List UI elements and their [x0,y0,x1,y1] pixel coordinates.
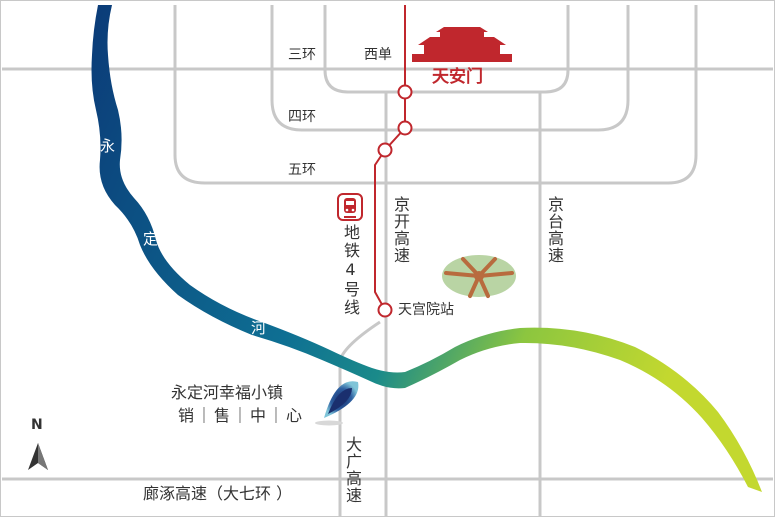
metro-station-ring4 [397,120,413,136]
river-char-3: 河 [251,319,267,337]
sales-center-sub: 销｜售｜中｜心 [178,406,305,425]
tiananmen-label: 天安门 [432,67,483,87]
jingkai-label: 京开高速 [391,196,410,264]
north-arrow-icon [28,443,48,470]
metro-station-tiangongyuan [377,302,393,318]
ring3-road [323,5,570,94]
location-pin-icon [315,381,359,426]
ring4-label: 四环 [288,109,316,125]
ring4-road [270,5,630,132]
metro-station-ring5 [377,142,393,158]
metro-station-ring3 [397,84,413,100]
ring3-label: 三环 [288,47,316,63]
river-char-1: 永 [100,137,116,155]
tiangongyuan-label: 天宫院站 [398,302,454,318]
jingtai-label: 京台高速 [545,196,564,264]
ring5-label: 五环 [288,162,316,178]
taiguang-label: 大广高速 [343,436,362,504]
metro-line-label: 地铁4号线 [341,224,360,317]
ring5-road [173,5,698,185]
compass-north-label: N [31,417,43,433]
xidan-label: 西单 [364,47,392,63]
subway-train-icon [337,193,363,221]
langzhuo-label: 廊涿高速（大七环 ） [143,484,293,503]
daxing-airport-icon [442,255,516,298]
sales-center-name: 永定河幸福小镇 [171,383,284,402]
river-char-2: 定 [143,230,159,248]
tiananmen-icon [412,27,512,62]
